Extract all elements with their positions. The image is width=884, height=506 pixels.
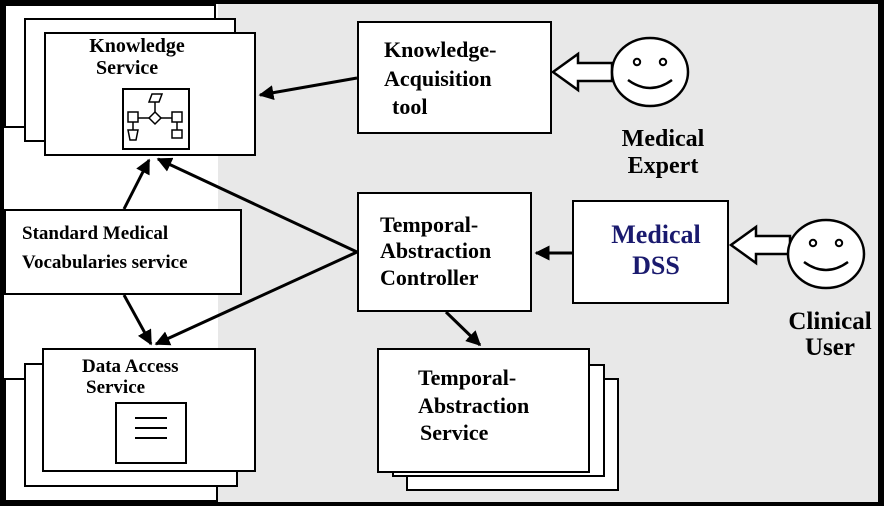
edge-ta-controller-to-knowledge-service [156,157,358,254]
medical-expert-smiley-icon [610,36,690,108]
clinical-user-smiley-icon [786,218,866,290]
standard-medical-vocabularies-box [4,209,242,295]
temporal-abstraction-service-label: Temporal- Abstraction Service [418,365,530,445]
knowledge-acquisition-tool-label: Knowledge- Acquisition tool [384,37,497,120]
temporal-abstraction-controller-box [357,192,532,312]
clinical-user-label: Clinical User [788,308,872,362]
standard-medical-vocabularies-label: Standard Medical Vocabularies service [22,223,188,274]
temporal-abstraction-service-box [377,348,590,473]
document-icon [115,402,187,464]
data-access-service-label: Data Access Service [82,356,179,398]
edge-smv-to-data-access [122,294,153,346]
flowchart-icon [122,88,190,150]
edge-ta-controller-to-data-access [154,250,358,346]
knowledge-service-label: Knowledge Service [89,35,185,80]
edge-ka-tool-to-knowledge-service [258,76,358,101]
edge-ta-controller-to-ta-service [444,310,482,347]
medical-expert-label: Medical Expert [621,126,705,179]
medical-dss-label: Medical DSS [611,220,701,281]
medical-dss-box [572,200,729,304]
knowledge-acquisition-tool-box [357,21,552,134]
hollow-arrow-expert-to-ka-tool [550,51,614,93]
temporal-abstraction-controller-label: Temporal- Abstraction Controller [380,212,492,290]
hollow-arrow-user-to-dss [728,224,792,266]
edge-smv-to-knowledge-service [122,158,151,210]
